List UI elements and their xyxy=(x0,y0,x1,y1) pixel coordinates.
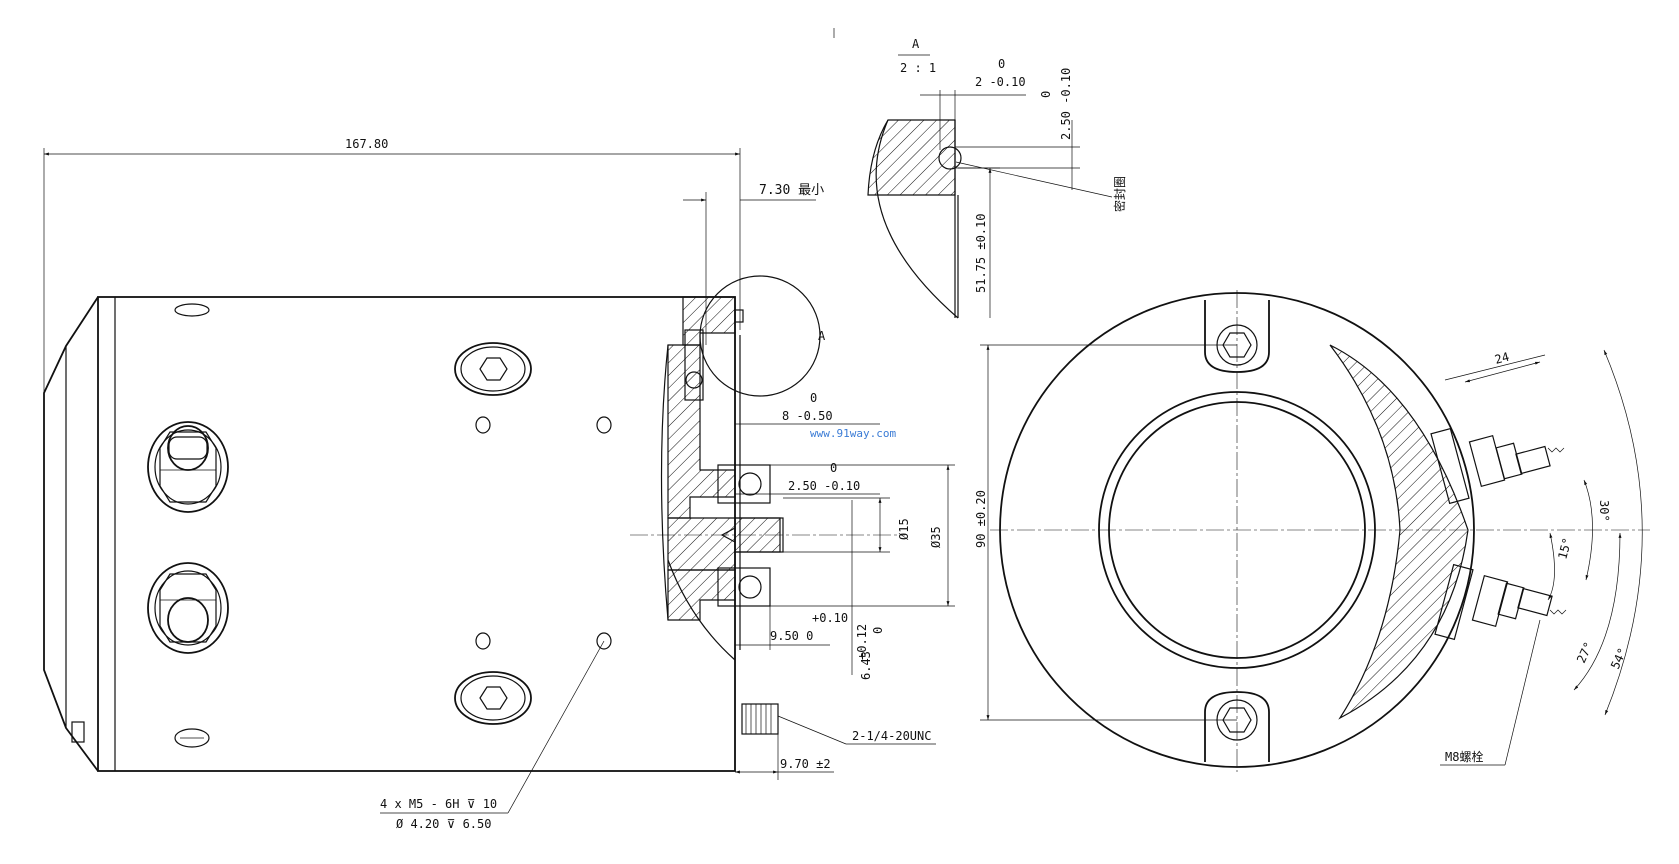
tol-2: 0 xyxy=(998,57,1005,71)
dim-250: 2.50 -0.10 xyxy=(788,479,860,493)
tol-250: 0 xyxy=(830,461,837,475)
end-cap xyxy=(43,296,99,772)
terminal-post-lower xyxy=(147,562,229,654)
hole-callout-line2: Ø 4.20 ⊽ 6.50 xyxy=(396,817,491,831)
dim-d15: Ø15 xyxy=(897,518,911,540)
socket-screw-upper xyxy=(454,342,532,396)
m5-hole xyxy=(475,416,491,434)
m5-hole xyxy=(596,416,612,434)
bolt-label: M8螺栓 xyxy=(1445,749,1483,764)
hole-callout-line1: 4 x M5 - 6H ⊽ 10 xyxy=(380,797,497,811)
dim-250v: 2.50 -0.10 xyxy=(1059,68,1073,140)
dim-90: 90 ±0.20 xyxy=(974,490,988,548)
seal-label: 密封圈 xyxy=(1112,176,1127,212)
tol-643b: 0 xyxy=(871,627,885,634)
dim-5175: 51.75 ±0.10 xyxy=(974,214,988,293)
dim-950: 9.50 0 xyxy=(770,629,813,643)
m5-hole xyxy=(475,632,491,650)
m8-bolt-lower xyxy=(1434,563,1567,641)
m8-bolt-upper xyxy=(1430,427,1565,505)
dim-8: 8 -0.50 xyxy=(782,409,833,423)
angle-15: 15° xyxy=(1555,536,1574,561)
watermark: www.91way.com xyxy=(810,427,896,440)
angle-30: 30° xyxy=(1597,500,1611,522)
motor-body xyxy=(97,296,736,772)
flange-section-mid xyxy=(667,344,736,519)
tol-8: 0 xyxy=(810,391,817,405)
slot-bottom xyxy=(174,728,210,748)
tol-643: +0.12 xyxy=(855,624,869,660)
tol-250v: 0 xyxy=(1039,91,1053,98)
mount-boss-bottom xyxy=(1204,691,1270,762)
detail-a-circle xyxy=(699,275,821,397)
slot-top xyxy=(174,303,210,317)
detail-hatch xyxy=(867,119,956,196)
terminal-post-upper xyxy=(147,421,229,513)
detail-title: A xyxy=(912,37,920,51)
overall-length: 167.80 xyxy=(345,137,388,151)
side-view: A 167.80 7.30 最小 0 8 -0.50 0 2.50 -0.10 … xyxy=(43,137,955,831)
seal-ring xyxy=(938,146,962,170)
flange-min-dim: 7.30 最小 xyxy=(759,183,824,198)
detail-a-view: A 2 : 1 0 2 -0.10 2.50 -0.10 0 51.75 ±0.… xyxy=(867,37,1127,319)
thread-callout: 2-1/4-20UNC xyxy=(852,729,931,743)
end-view: 90 ±0.20 24 30° 15° 27° 54° M8螺栓 xyxy=(974,290,1650,772)
terminal-housing-section xyxy=(1329,344,1469,720)
threaded-stud xyxy=(741,703,779,735)
flange-section-low xyxy=(667,569,736,621)
detail-scale: 2 : 1 xyxy=(900,61,936,75)
socket-screw-lower xyxy=(454,671,532,725)
dim-970: 9.70 ±2 xyxy=(780,757,831,771)
dim-2: 2 -0.10 xyxy=(975,75,1026,89)
dim-643: 6.43 xyxy=(859,651,873,680)
angle-27: 27° xyxy=(1574,640,1596,666)
m5-hole xyxy=(596,632,612,650)
detail-ref: A xyxy=(818,329,826,343)
dim-24: 24 xyxy=(1493,350,1511,367)
shaft-section xyxy=(667,517,781,571)
dim-d35: Ø35 xyxy=(929,526,943,548)
tol-950: +0.10 xyxy=(812,611,848,625)
